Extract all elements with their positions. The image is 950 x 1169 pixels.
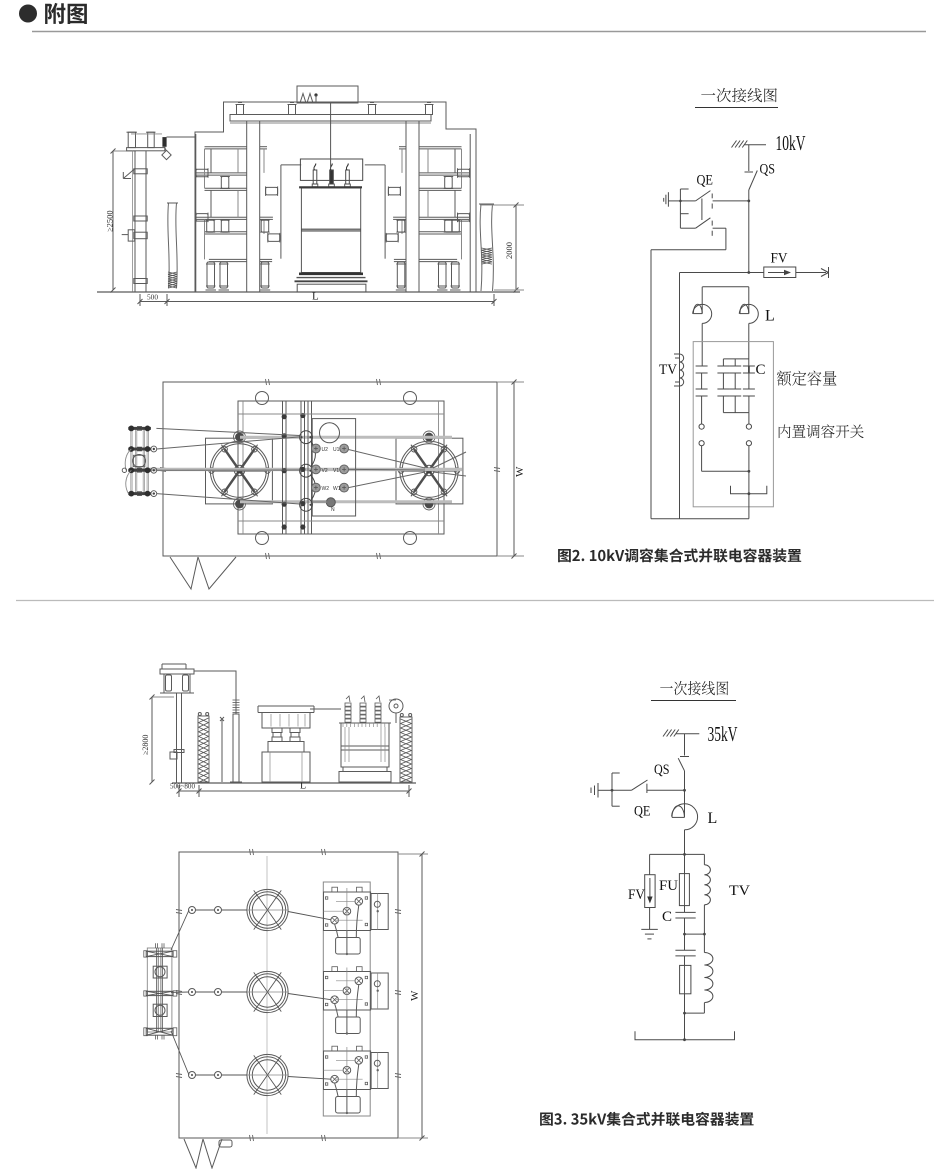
svg-text:35kV: 35kV bbox=[708, 722, 738, 746]
svg-text:W: W bbox=[514, 466, 526, 477]
svg-text:W1: W1 bbox=[333, 486, 341, 492]
svg-text:L: L bbox=[312, 291, 319, 303]
svg-text:L: L bbox=[765, 308, 775, 325]
svg-text:FV: FV bbox=[771, 251, 788, 267]
svg-text:L: L bbox=[708, 810, 718, 827]
svg-text:TV: TV bbox=[729, 883, 750, 899]
svg-text:TV: TV bbox=[659, 362, 677, 378]
svg-text:FV: FV bbox=[628, 887, 645, 903]
svg-text:10kV: 10kV bbox=[776, 131, 806, 155]
svg-text:≥2500: ≥2500 bbox=[105, 210, 115, 232]
svg-text:≥2800: ≥2800 bbox=[141, 735, 150, 755]
svg-text:QE: QE bbox=[634, 804, 651, 820]
svg-text:N: N bbox=[331, 507, 335, 513]
svg-text:U1: U1 bbox=[333, 447, 340, 453]
svg-text:FU: FU bbox=[659, 878, 678, 894]
svg-text:W2: W2 bbox=[322, 486, 330, 492]
svg-text:500~800: 500~800 bbox=[170, 782, 195, 791]
svg-text:QS: QS bbox=[760, 161, 776, 177]
svg-text:QS: QS bbox=[654, 762, 670, 778]
svg-text:2000: 2000 bbox=[504, 242, 514, 259]
svg-text:500: 500 bbox=[147, 293, 158, 302]
svg-text:V1: V1 bbox=[333, 468, 339, 474]
svg-text:C: C bbox=[662, 909, 672, 925]
svg-text:W: W bbox=[409, 990, 421, 1001]
svg-text:L: L bbox=[300, 781, 306, 792]
svg-text:V2: V2 bbox=[322, 468, 328, 474]
svg-text:U2: U2 bbox=[322, 447, 329, 453]
svg-text:QE: QE bbox=[697, 173, 714, 189]
svg-text:C: C bbox=[756, 362, 766, 378]
